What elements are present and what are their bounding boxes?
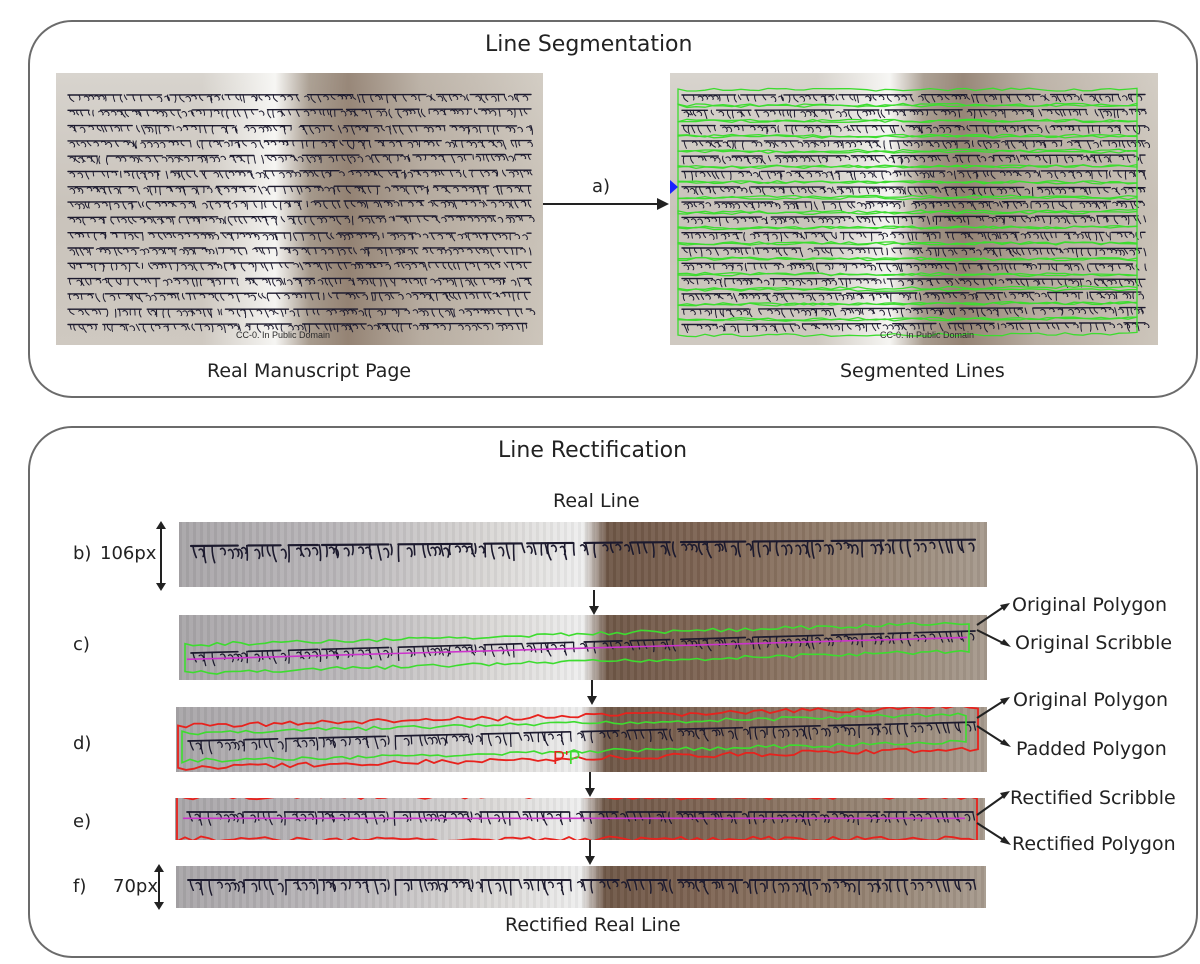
watermark-left: CC-0. In Public Domain: [236, 330, 330, 340]
rectified-real-line-ink: [176, 866, 986, 908]
manuscript-text-line: [682, 308, 1145, 318]
manuscript-text-line: [682, 263, 1146, 272]
point-p-prime-label: P'P: [553, 748, 580, 769]
manuscript-text-line: [68, 233, 531, 242]
padded-polygon-image: [176, 707, 987, 772]
step-c-label: c): [73, 634, 90, 655]
original-polygon-label-c: Original Polygon: [1012, 594, 1167, 616]
rectification-title: Line Rectification: [498, 438, 687, 463]
manuscript-text-line: [682, 95, 1145, 103]
rectified-polygon-image: [175, 798, 985, 840]
manuscript-text-line: [68, 309, 535, 318]
manuscript-text-line: [682, 155, 1145, 164]
step-a-label: a): [592, 176, 610, 197]
manuscript-text-line: [682, 216, 1146, 226]
annotation-arrows-d: [975, 692, 1015, 752]
manuscript-text-line: [682, 126, 1149, 135]
height-arrow-f: [150, 864, 168, 910]
original-polygon-label-d: Original Polygon: [1013, 689, 1168, 711]
arrow-down-de: [584, 772, 596, 798]
height-arrow-b: [152, 521, 170, 591]
manuscript-text-line: [68, 154, 531, 164]
step-b-label: b): [73, 543, 91, 564]
arrow-down-ef: [584, 840, 596, 866]
manuscript-text-line: [682, 232, 1145, 241]
real-manuscript-image: CC-0. In Public Domain: [56, 73, 543, 345]
manuscript-text-line: [682, 292, 1144, 302]
manuscript-text-line: [68, 186, 531, 195]
rectified-polygon-overlay: [175, 798, 985, 840]
manuscript-text-line: [68, 292, 530, 301]
manuscript-text-line: [682, 202, 1144, 211]
rectified-polygon-label: Rectified Polygon: [1012, 833, 1176, 855]
manuscript-text-line: [68, 141, 532, 150]
manuscript-text-line: [682, 279, 1145, 288]
arrow-down-cd: [586, 680, 598, 706]
manuscript-text-line: [68, 262, 531, 271]
manuscript-text-line: [68, 126, 532, 135]
manuscript-text-line: [68, 109, 531, 118]
rectified-real-line-caption: Rectified Real Line: [505, 914, 681, 936]
rectified-real-line-image: [176, 866, 986, 908]
height-106px-label: 106px: [100, 543, 156, 564]
annotation-arrows-e: [975, 785, 1015, 850]
line-text-ink: [188, 880, 976, 895]
manuscript-text-line: [68, 95, 531, 103]
arrow-down-bc: [588, 590, 600, 616]
real-manuscript-caption: Real Manuscript Page: [207, 360, 411, 382]
real-line-title: Real Line: [553, 490, 640, 512]
watermark-right: CC-0. In Public Domain: [880, 330, 974, 340]
line-text-ink: [188, 722, 976, 754]
point-p-prime: P': [553, 748, 568, 768]
scribble-line: [187, 637, 967, 659]
original-polygon-image: [179, 615, 987, 680]
manuscript-text-line: [682, 187, 1145, 196]
manuscript-text-line: [68, 216, 534, 226]
rectified-scribble-label: Rectified Scribble: [1010, 787, 1176, 809]
annotation-arrows-c: [975, 600, 1015, 650]
manuscript-text-line: [682, 141, 1150, 150]
step-e-label: e): [73, 811, 91, 832]
real-line-image: [179, 522, 987, 587]
real-line-ink: [179, 522, 987, 587]
padded-polygon-overlay: [176, 707, 987, 772]
segmented-manuscript-image: CC-0. In Public Domain: [670, 73, 1158, 345]
line-text-ink: [191, 540, 975, 563]
manuscript-text-line: [682, 110, 1146, 119]
segmentation-title: Line Segmentation: [485, 32, 692, 57]
manuscript-text-line: [68, 200, 531, 209]
blue-marker-icon: [670, 180, 680, 194]
segmented-ink: [670, 73, 1158, 345]
manuscript-text-line: [68, 248, 531, 256]
step-f-label: f): [73, 876, 86, 897]
step-d-label: d): [73, 733, 91, 754]
manuscript-text-line: [682, 248, 1146, 257]
original-scribble-label: Original Scribble: [1015, 632, 1172, 654]
segmented-lines-caption: Segmented Lines: [840, 360, 1005, 382]
point-p: P: [568, 748, 580, 768]
manuscript-text-line: [68, 170, 532, 180]
manuscript-ink: [56, 73, 543, 345]
padded-polygon-label: Padded Polygon: [1016, 738, 1167, 760]
manuscript-text-line: [68, 278, 531, 287]
original-polygon-overlay: [179, 615, 987, 680]
manuscript-text-line: [682, 171, 1146, 180]
